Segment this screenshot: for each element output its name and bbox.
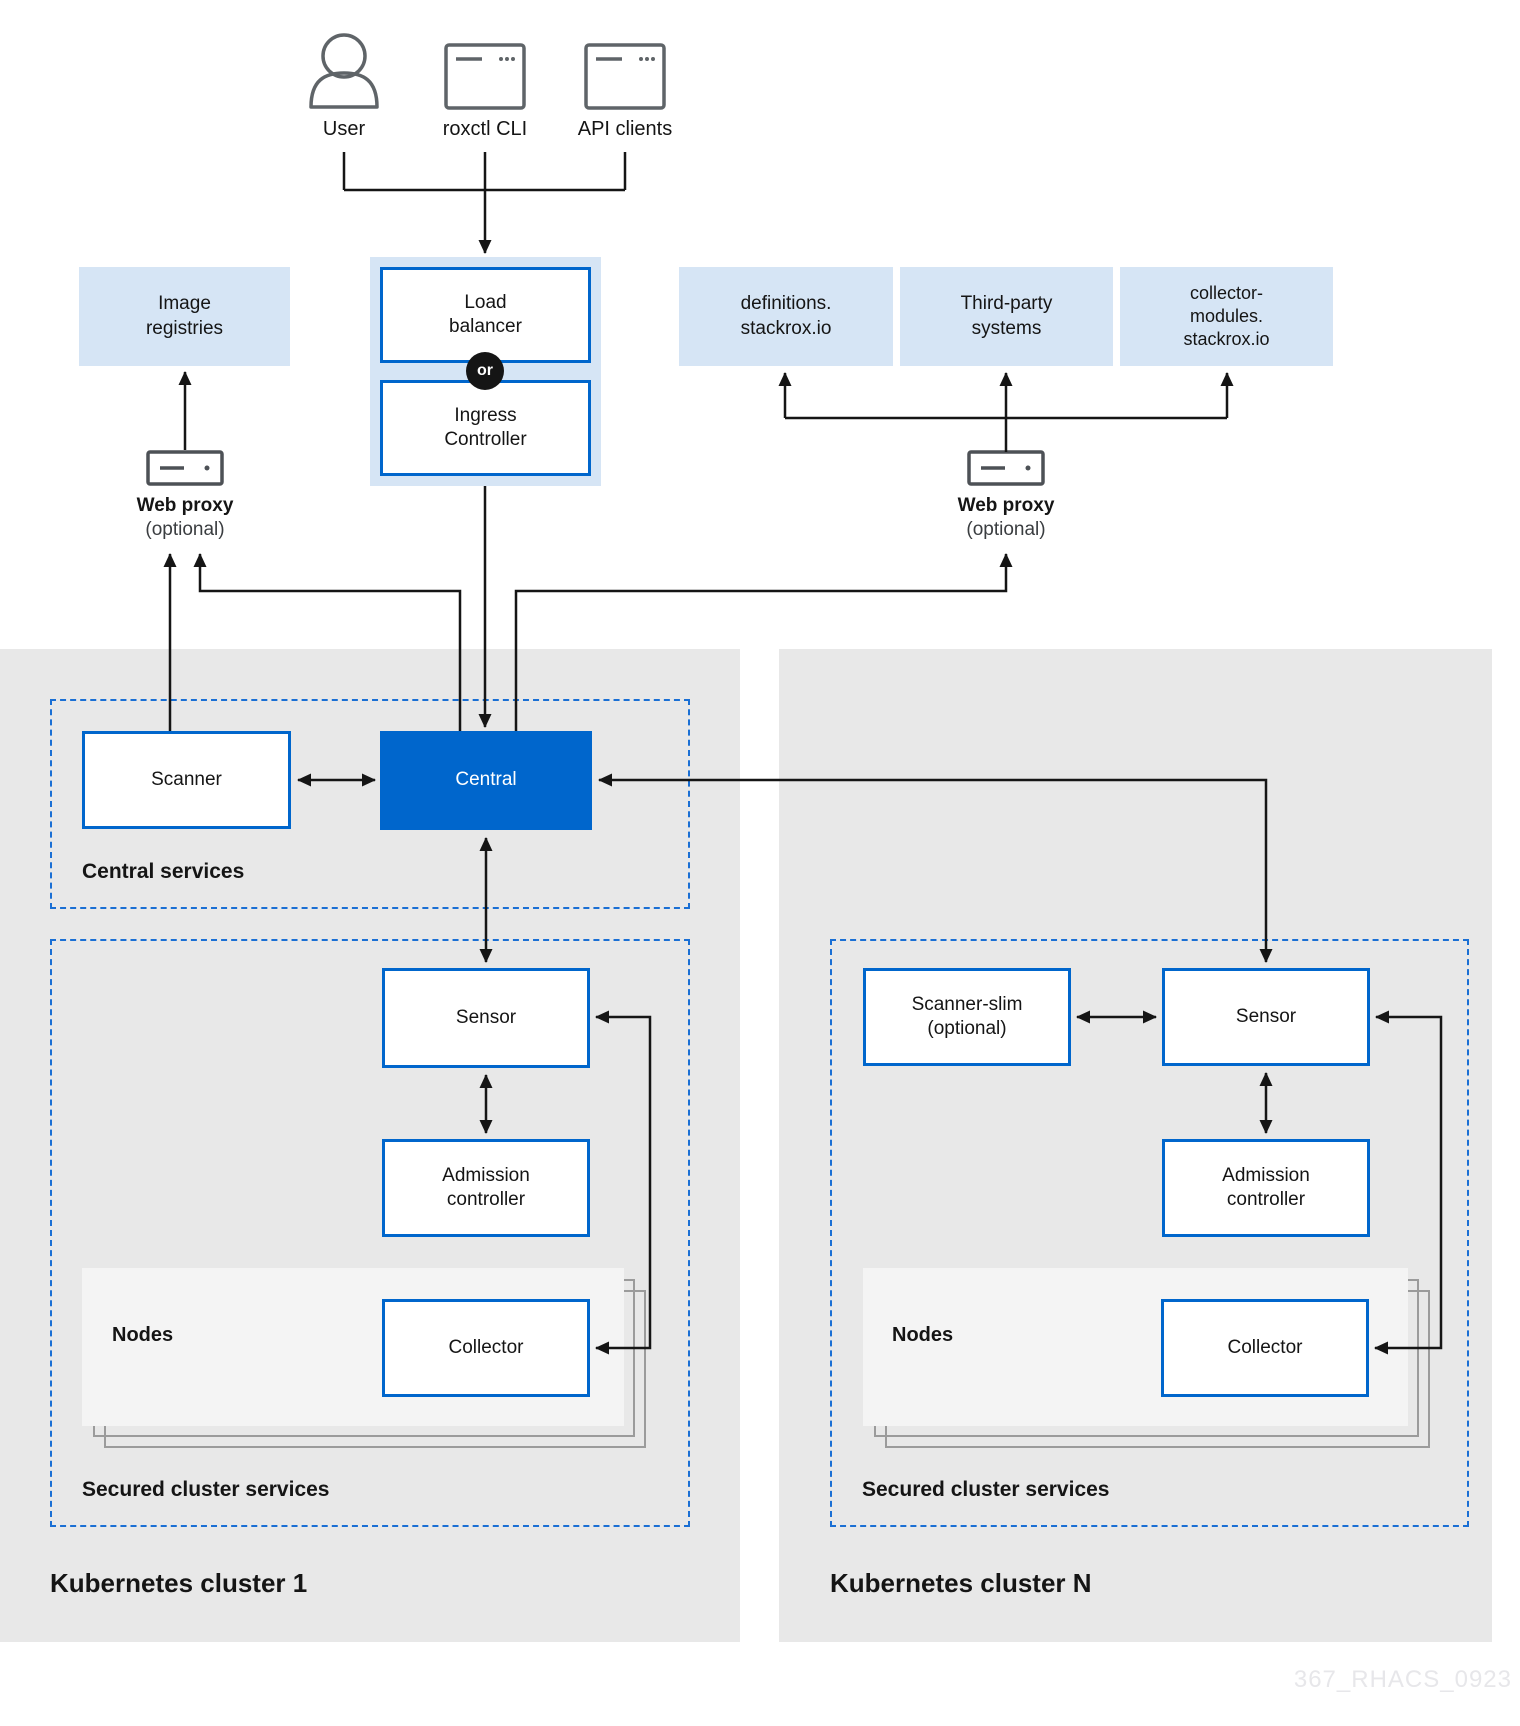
web-proxy-right-note: (optional) [966, 519, 1046, 540]
cluster1-nodes-label: Nodes [112, 1324, 174, 1346]
actors-merge-line [342, 152, 627, 192]
collector-modules-box: collector- modules. stackrox.io [1120, 267, 1333, 366]
definitions-stackrox-box: definitions. stackrox.io [679, 267, 893, 366]
clusterN-name: Kubernetes cluster N [830, 1568, 1092, 1598]
cluster1-sensor-box: Sensor [382, 968, 590, 1068]
clusterN-admission-box: Admission controller [1162, 1139, 1370, 1237]
ingress-controller-box: Ingress Controller [380, 380, 591, 476]
clusterN-nodes-label: Nodes [892, 1324, 954, 1346]
clusterN-scanner-slim-box: Scanner-slim (optional) [863, 968, 1071, 1066]
web-proxy-icon-right [967, 450, 1045, 486]
third-party-systems-box: Third-party systems [900, 267, 1113, 366]
central-box: Central [380, 731, 592, 830]
clusterN-sensor-box: Sensor [1162, 968, 1370, 1066]
secured-cluster1-label: Secured cluster services [82, 1478, 330, 1501]
central-services-label: Central services [82, 860, 245, 883]
image-registries-box: Image registries [79, 267, 290, 366]
secured-clusterN-label: Secured cluster services [862, 1478, 1110, 1501]
cluster1-admission-box: Admission controller [382, 1139, 590, 1237]
secured-cluster1-zone [50, 939, 690, 1527]
scanner-box: Scanner [82, 731, 291, 829]
web-proxy-right-label: Web proxy [957, 495, 1055, 516]
api-clients-label: API clients [577, 118, 673, 140]
web-proxy-left-note: (optional) [145, 519, 225, 540]
terminal-window-icon-roxctl [444, 43, 526, 110]
web-proxy-icon-left [146, 450, 224, 486]
or-badge: or [466, 352, 504, 390]
terminal-window-icon-api [584, 43, 666, 110]
cluster1-collector-box: Collector [382, 1299, 590, 1397]
user-label: User [322, 118, 366, 140]
load-balancer-box: Load balancer [380, 267, 591, 363]
user-icon [309, 33, 379, 109]
watermark: 367_RHACS_0923 [1293, 1666, 1512, 1693]
web-proxy-left-label: Web proxy [136, 495, 234, 516]
cluster1-name: Kubernetes cluster 1 [50, 1568, 308, 1598]
branch-line-externals [785, 416, 1227, 452]
roxctl-cli-label: roxctl CLI [442, 118, 528, 140]
clusterN-collector-box: Collector [1161, 1299, 1369, 1397]
